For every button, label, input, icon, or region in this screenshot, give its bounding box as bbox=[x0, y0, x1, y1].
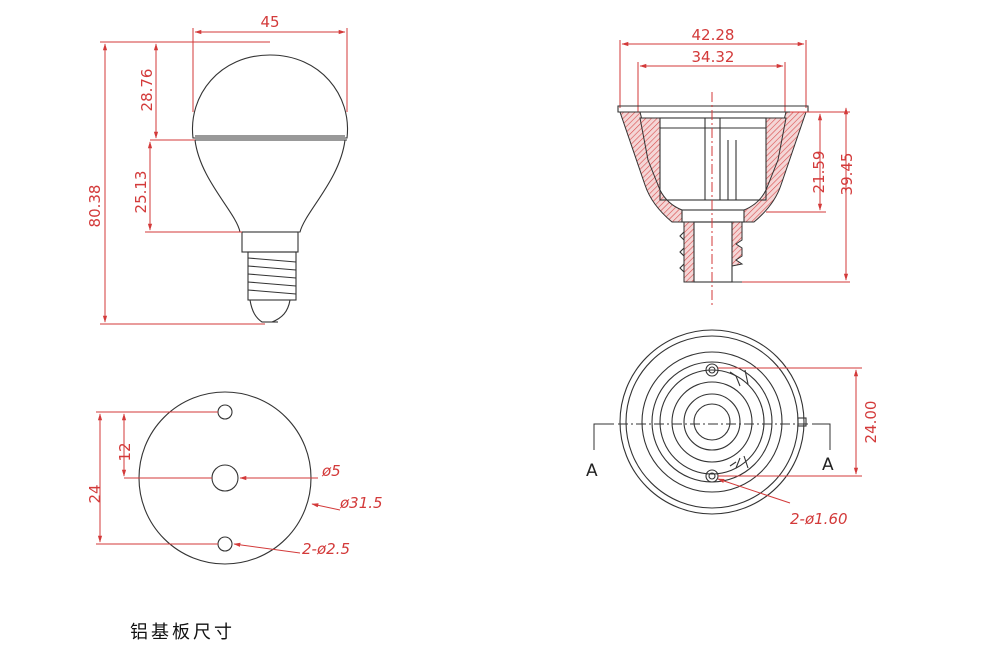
cup-section-view: 42.28 34.32 21.59 bbox=[617, 26, 856, 305]
board-hole-spacing-label: 24 bbox=[86, 484, 104, 503]
cup-hole-spacing-label: 24.00 bbox=[862, 401, 880, 444]
bulb-dome-height-label: 28.76 bbox=[138, 69, 156, 112]
board-center-hole-label: ø5 bbox=[321, 462, 341, 480]
bulb-screw-base bbox=[247, 251, 297, 323]
board-caption: 铝基板尺寸 bbox=[130, 622, 235, 643]
cup-hole-bottom bbox=[705, 469, 719, 483]
board-bottom-hole bbox=[217, 536, 233, 552]
cup-total-depth-label: 39.45 bbox=[838, 153, 856, 196]
bulb-width-label: 45 bbox=[260, 13, 279, 31]
board-center-hole bbox=[211, 464, 239, 492]
bulb-dome bbox=[191, 54, 349, 139]
cup-bottom-view: A A 24.00 2-ø1.60 bbox=[586, 329, 880, 528]
cup-hole-top bbox=[705, 363, 719, 377]
bulb-body bbox=[194, 139, 346, 233]
section-mark-right: A bbox=[822, 455, 834, 475]
bulb-body-height-label: 25.13 bbox=[132, 171, 150, 214]
board-mount-holes-label: 2-ø2.5 bbox=[302, 540, 350, 558]
cup-holes-label: 2-ø1.60 bbox=[790, 510, 848, 528]
cup-inner-diameter-label: 34.32 bbox=[692, 48, 735, 66]
bulb-total-height-label: 80.38 bbox=[86, 185, 104, 228]
bulb-neck bbox=[241, 231, 299, 253]
bulb-side-view: 45 80.38 28.76 25.13 bbox=[86, 13, 349, 325]
cup-outer-diameter-label: 42.28 bbox=[692, 26, 735, 44]
board-diameter-label: ø31.5 bbox=[339, 494, 383, 512]
cup-inner-depth-label: 21.59 bbox=[810, 151, 828, 194]
section-mark-left: A bbox=[586, 461, 598, 481]
board-top-hole bbox=[217, 404, 233, 420]
aluminum-board-view: 12 24 ø5 ø31.5 2-ø2.5 铝基板尺寸 bbox=[86, 391, 383, 643]
board-offset-label: 12 bbox=[116, 442, 134, 461]
